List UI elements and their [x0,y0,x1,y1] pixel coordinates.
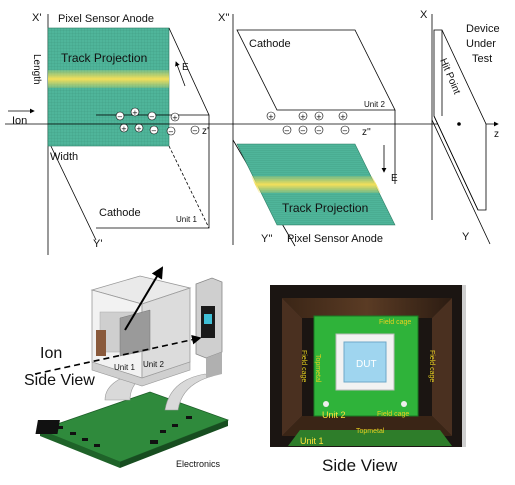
electronics-board [38,391,230,463]
photo-field-cage-bottom: Field cage [377,411,409,418]
unit1-charges: − + − + + + − − − [115,107,200,136]
dut-y-axis [431,119,491,245]
unit2-track-band [251,176,381,193]
dut-title-line2: Under [466,38,496,50]
svg-text:−: − [151,127,157,135]
unit1-cathode-edge [168,145,210,229]
unit1-cage-edge [168,27,210,116]
dut-window [343,341,387,383]
svg-text:−: − [149,113,155,121]
svg-text:−: − [284,127,290,135]
photo-field-cage-top: Field cage [379,319,411,326]
dut-sensor-render [204,314,212,324]
unit2-y-axis-label: Y'' [261,233,273,245]
svg-text:−: − [192,127,198,135]
photo-topmetal-bottom: Topmetal [356,428,385,435]
unit1-track-projection-label: Track Projection [61,51,147,65]
dut-z-axis-label: z [494,129,499,140]
svg-text:−: − [300,127,306,135]
assembly-side-view-label: Side View [24,372,95,389]
unit2-anode-label: Pixel Sensor Anode [287,233,383,245]
assembly-electronics-label: Electronics [176,459,221,469]
photo-unit2-label: Unit 2 [322,410,346,420]
photo-field-cage-right: Field cage [428,350,435,382]
unit1-e-field-label: E [182,62,189,73]
photo-unit1-label: Unit 1 [300,436,324,446]
unit2-x-axis-label: X'' [218,12,230,24]
hit-point-marker [457,122,461,126]
assembly-ion-label: Ion [40,345,62,362]
dut-x-axis-label: X [420,9,428,21]
dut-title-line1: Device [466,23,500,35]
unit1-width-label: Width [50,151,78,163]
ion-label: Ion [12,115,27,127]
assembly-render: Ion Side View Unit 1 Unit 2 Electronics [24,266,230,469]
unit2-charges: + + + + − − − − [266,111,350,135]
svg-text:+: + [132,109,138,117]
side-view-photo: Field cage Field cage Field cage Field c… [270,285,466,447]
unit2-z-axis-label: z'' [362,127,371,138]
svg-text:+: + [316,113,322,121]
assembly-unit2-label: Unit 2 [143,360,164,369]
unit1-anode-label: Pixel Sensor Anode [58,13,154,25]
unit2-schematic: X'' Y'' Cathode Unit 2 Track Projection … [218,12,398,247]
electronics-chip [35,420,60,434]
dut-title-line3: Test [472,53,492,65]
field-cage-right-wall [432,298,452,436]
photo-dut-label: DUT [356,359,377,370]
unit1-cathode-label: Cathode [99,207,141,219]
unit2-unit-label: Unit 2 [364,100,385,109]
unit2-e-field-label: E [391,173,398,184]
photo-caption: Side View [322,456,398,475]
svg-text:+: + [136,125,142,133]
ion-arrow-3d [124,266,164,331]
svg-text:−: − [117,113,123,121]
field-cage-left-wall [282,298,302,436]
svg-text:+: + [121,125,127,133]
unit1-x-axis-label: X' [32,12,41,24]
svg-text:+: + [300,113,306,121]
photo-topmetal-left: Topmetal [314,354,321,383]
unit1-y-axis [47,139,97,241]
dut-y-axis-label: Y [462,231,470,243]
photo-field-cage-left: Field cage [300,350,307,382]
unit1-schematic: X' Y' Pixel Sensor Anode Track Projectio… [31,12,210,255]
dut-schematic: X Y z Hit Point Device Under Test [420,9,500,245]
assembly-unit1-label: Unit 1 [114,363,135,372]
svg-text:−: − [316,127,322,135]
unit1-z-axis-label: z' [202,126,209,137]
svg-text:+: + [340,113,346,121]
unit1-length-label: Length [31,54,42,85]
unit1-y-axis-label: Y' [93,238,102,250]
side-view-arrow [34,335,202,375]
field-cage-top-wall [282,298,452,318]
svg-text:+: + [172,114,178,122]
svg-text:−: − [342,127,348,135]
unit2-track-projection-label: Track Projection [282,201,368,215]
svg-text:−: − [168,128,174,136]
unit1-unit-label: Unit 1 [176,215,197,224]
unit2-cathode-label: Cathode [249,38,291,50]
unit1-track-band [48,70,169,88]
unit1-e-field-arrow [175,61,186,87]
svg-text:+: + [268,113,274,121]
